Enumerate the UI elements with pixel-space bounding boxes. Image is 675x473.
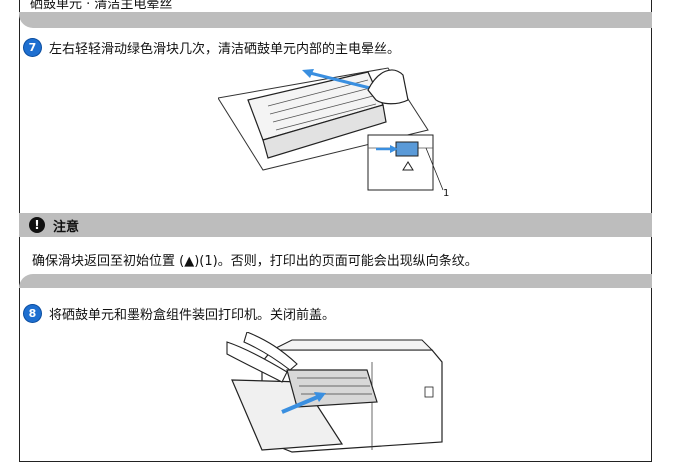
caution-text: 确保滑块返回至初始位置 (▲)(1)。否则，打印出的页面可能会出现纵向条纹。: [32, 254, 478, 269]
caution-bar: ! 注意: [19, 213, 652, 237]
caution-title: 注意: [53, 219, 80, 235]
callout-label: 1: [443, 188, 450, 199]
section-band-top: [19, 12, 652, 28]
drum-unit-cleaning-illustration: [218, 67, 444, 191]
header-fragment: 硒鼓单元 · 清洁主电晕丝: [30, 0, 173, 12]
step-7: 7 左右轻轻滑动绿色滑块几次，清洁硒鼓单元内部的主电晕丝。: [24, 38, 400, 57]
printer-reinstall-illustration: [226, 332, 443, 453]
step-7-number: 7: [24, 39, 41, 56]
insert-arrow-icon: [281, 392, 326, 414]
warning-icon: !: [29, 217, 45, 233]
step-8-number: 8: [24, 305, 41, 322]
section-band-middle: [19, 274, 652, 288]
step-8-text: 将硒鼓单元和墨粉盒组件装回打印机。关闭前盖。: [49, 308, 336, 323]
step-7-text: 左右轻轻滑动绿色滑块几次，清洁硒鼓单元内部的主电晕丝。: [49, 42, 401, 57]
step-8: 8 将硒鼓单元和墨粉盒组件装回打印机。关闭前盖。: [24, 304, 335, 323]
